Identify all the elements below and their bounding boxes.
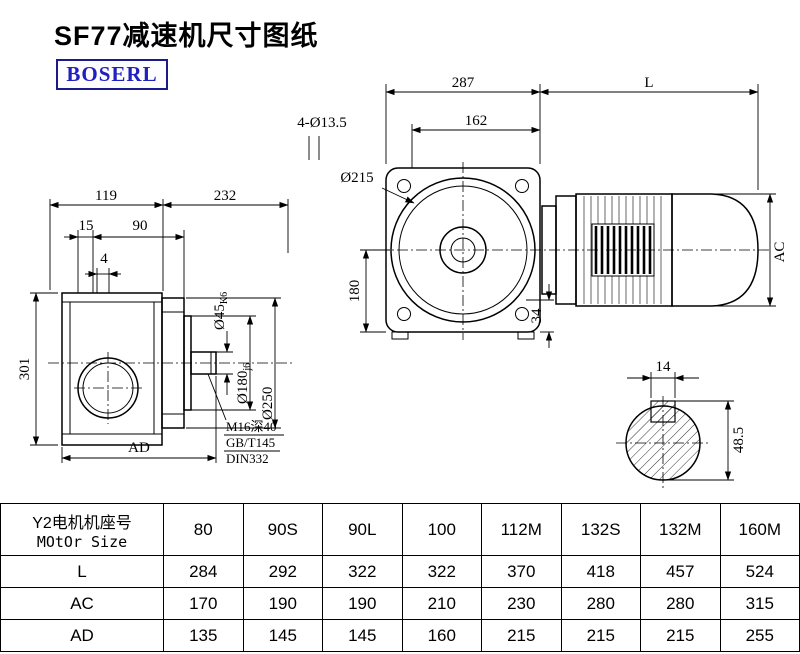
dim-label-287: 287 — [452, 75, 475, 91]
page-title: SF77减速机尺寸图纸 — [54, 21, 319, 51]
boserl-logo: BOSERL — [56, 59, 168, 90]
dim-label-34: 34 — [529, 308, 545, 324]
technical-drawing: 119 232 15 90 4 301 — [17, 75, 788, 490]
front-view: 287 L 162 4-Ø13.5 Ø215 180 34 — [297, 75, 788, 348]
table-cell: 370 — [481, 555, 562, 588]
header-size-90L: 90L — [322, 503, 403, 556]
dim-label-119: 119 — [95, 188, 117, 204]
table-cell: 457 — [640, 555, 721, 588]
table-cell: 255 — [719, 619, 800, 652]
table-cell: 145 — [242, 619, 323, 652]
dim-label-4: 4 — [100, 251, 108, 267]
table-cell: 190 — [322, 587, 403, 620]
table-cell: 524 — [719, 555, 800, 588]
note-leader-line — [207, 373, 227, 421]
table-cell: 322 — [322, 555, 403, 588]
mount-hole — [397, 179, 411, 193]
table-cell: 284 — [163, 555, 244, 588]
header-size-80: 80 — [163, 503, 244, 556]
dim-label-180: 180 — [347, 280, 363, 303]
left-side-view: 119 232 15 90 4 301 — [17, 188, 292, 466]
dim-label-301: 301 — [17, 358, 33, 381]
table-cell: 145 — [322, 619, 403, 652]
header-size-90S: 90S — [242, 503, 323, 556]
table-cell: 135 — [163, 619, 244, 652]
dim-label-215: Ø215 — [340, 170, 373, 186]
table-cell: 160 — [401, 619, 482, 652]
note-std-gb: GB/T145 — [226, 435, 275, 450]
table-header-row: Y2电机机座号 MOtOr Size 80 90S 90L 100 112M 1… — [0, 503, 800, 556]
dim-label-90: 90 — [133, 218, 148, 234]
table-cell: 170 — [163, 587, 244, 620]
dim-label-flange-dia: Ø250 — [260, 387, 276, 420]
table-cell: 322 — [401, 555, 482, 588]
table-row-L: L 284 292 322 322 370 418 457 524 — [0, 555, 800, 588]
table-row-AD: AD 135 145 145 160 215 215 215 255 — [0, 619, 800, 652]
note-tap: M16深40 — [226, 419, 277, 434]
header-size-132S: 132S — [560, 503, 641, 556]
header-size-132M: 132M — [640, 503, 721, 556]
table-cell: 215 — [640, 619, 721, 652]
table-cell: 315 — [719, 587, 800, 620]
dim-label-holes: 4-Ø13.5 — [297, 115, 347, 131]
table-cell: 280 — [640, 587, 721, 620]
dim-label-48-5: 48.5 — [731, 427, 747, 453]
table-cell: 280 — [560, 587, 641, 620]
dim-label-162: 162 — [465, 113, 488, 129]
dim-label-232: 232 — [214, 188, 237, 204]
header-size-112M: 112M — [481, 503, 562, 556]
header-size-100: 100 — [401, 503, 482, 556]
table-cell: 190 — [242, 587, 323, 620]
table-cell: 230 — [481, 587, 562, 620]
dim-label-15: 15 — [79, 218, 94, 234]
table-cell: 210 — [401, 587, 482, 620]
table-cell: 215 — [560, 619, 641, 652]
mount-hole — [515, 307, 529, 321]
table-cell: 292 — [242, 555, 323, 588]
table-row-AC: AC 170 190 190 210 230 280 280 315 — [0, 587, 800, 620]
dim-label-14: 14 — [656, 359, 672, 375]
header-motor-size-cn: Y2电机机座号 — [32, 514, 132, 532]
dim-label-AC: AC — [772, 242, 788, 263]
dim-label-L: L — [644, 75, 653, 91]
shaft-end-view: 14 48.5 — [616, 359, 747, 490]
table-cell: 215 — [481, 619, 562, 652]
row-label-AD: AD — [0, 619, 164, 652]
dim-label-spigot-dia: Ø180j6 — [235, 363, 253, 404]
note-std-din: DIN332 — [226, 451, 269, 466]
mount-hole — [515, 179, 529, 193]
boserl-logo-text: BOSERL — [66, 62, 158, 86]
table-cell: 418 — [560, 555, 641, 588]
header-size-160M: 160M — [719, 503, 800, 556]
dim-label-AD: AD — [128, 440, 150, 456]
header-motor-size-en: MOtOr Size — [36, 532, 128, 551]
motor-size-table: Y2电机机座号 MOtOr Size 80 90S 90L 100 112M 1… — [0, 503, 800, 652]
row-label-L: L — [0, 555, 164, 588]
mount-hole — [397, 307, 411, 321]
row-label-AC: AC — [0, 587, 164, 620]
header-motor-size: Y2电机机座号 MOtOr Size — [0, 503, 164, 556]
